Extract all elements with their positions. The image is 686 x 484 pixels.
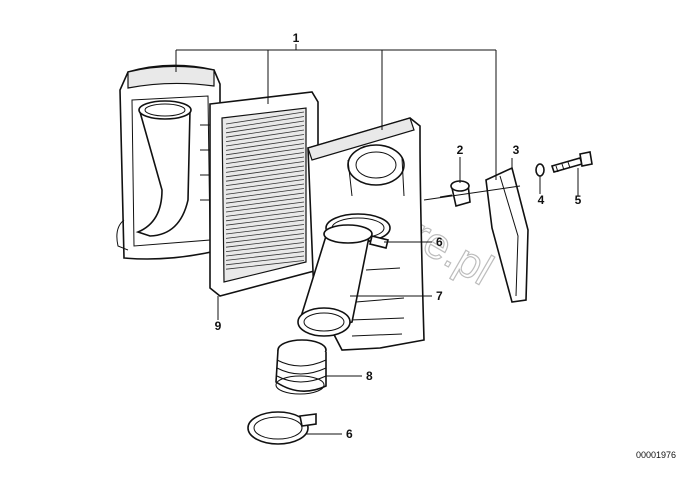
filter-pleat-line (225, 201, 305, 213)
filter-pleat-line (225, 242, 305, 252)
filter-pleat-line (225, 237, 305, 248)
filter-pleat-line (225, 260, 305, 270)
callout-1: 1 (293, 31, 300, 45)
filter-pleat-line (225, 143, 305, 156)
filter-pleat-line (225, 251, 305, 261)
filter-pleat-line (225, 188, 305, 200)
filter-pleat-line (225, 183, 305, 195)
callout-5: 5 (575, 193, 582, 207)
filter-pleats (225, 111, 305, 270)
filter-pleat-line (225, 125, 305, 138)
washer (535, 163, 545, 177)
filter-element (209, 91, 319, 297)
leader-lines (175, 44, 579, 435)
filter-pleat-line (225, 152, 305, 164)
filter-pleat-line (225, 215, 305, 226)
rubber-bellow (275, 339, 327, 395)
callout-7: 7 (436, 289, 443, 303)
hose-clamp-lower (247, 411, 317, 445)
filter-pleat-line (225, 120, 305, 134)
callout-2: 2 (457, 143, 464, 157)
callout-3: 3 (513, 143, 520, 157)
callout-6-lower: 6 (346, 427, 353, 441)
filter-pleat-line (225, 255, 305, 266)
callout-4: 4 (538, 193, 545, 207)
filter-pleat-line (225, 197, 305, 208)
filter-pleat-line (225, 210, 305, 222)
reference-number: 00001976 (636, 450, 676, 460)
callout-8: 8 (366, 369, 373, 383)
filter-pleat-line (225, 179, 305, 191)
filter-pleat-line (225, 206, 305, 217)
filter-pleat-line (225, 138, 305, 151)
filter-pleat-line (225, 161, 305, 173)
filter-pleat-line (225, 219, 305, 230)
filter-pleat-line (225, 246, 305, 257)
bolt (550, 151, 593, 173)
callout-9: 9 (215, 319, 222, 333)
filter-pleat-line (225, 156, 305, 169)
filter-pleat-line (225, 134, 305, 147)
filter-pleat-line (225, 111, 305, 125)
filter-pleat-line (225, 192, 305, 204)
filter-pleat-line (225, 224, 305, 235)
air-filter-housing-rear (116, 64, 221, 260)
filter-pleat-line (225, 174, 305, 186)
filter-pleat-line (225, 116, 305, 129)
filter-pleat-line (225, 233, 305, 244)
filter-pleat-line (225, 170, 305, 182)
intake-tube (297, 224, 373, 337)
filter-pleat-line (225, 129, 305, 142)
filter-pleat-line (225, 165, 305, 178)
callout-6-upper: 6 (436, 235, 443, 249)
filter-pleat-line (225, 147, 305, 160)
filter-pleat-line (225, 228, 305, 239)
